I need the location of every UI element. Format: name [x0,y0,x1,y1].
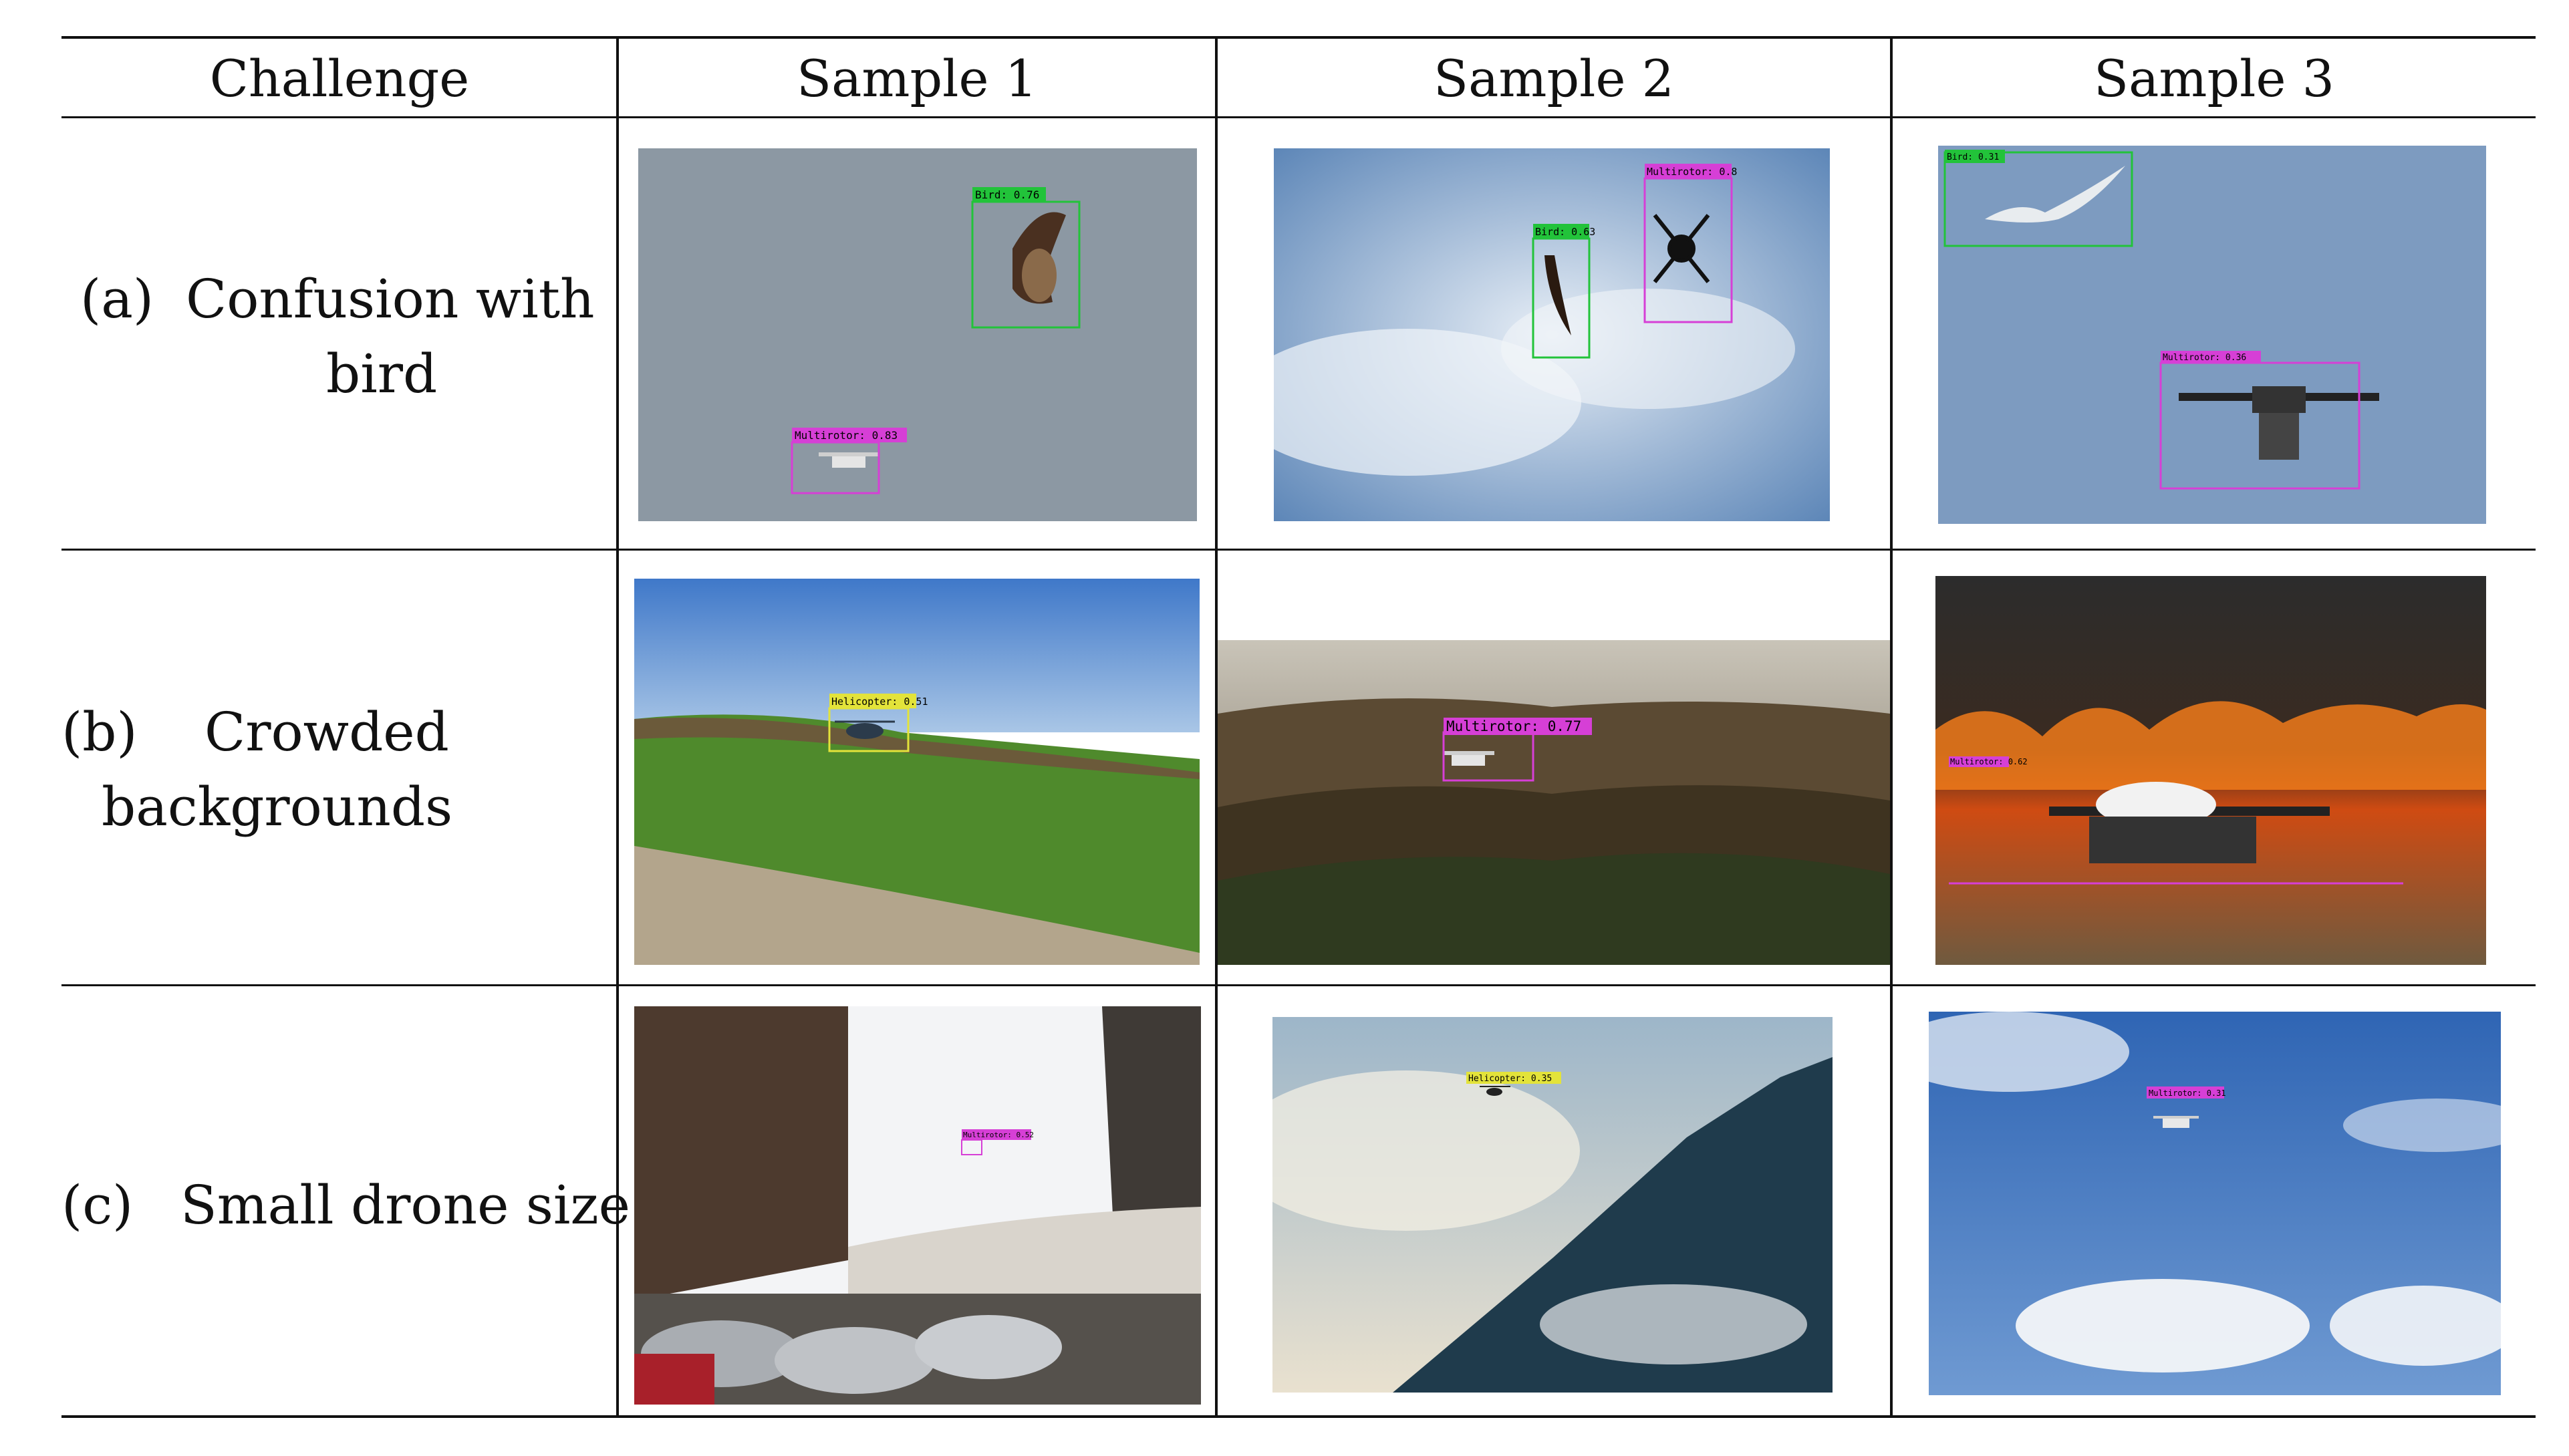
detection-label: Helicopter: 0.35 [1468,1074,1552,1084]
sample-image-c3: Multirotor: 0.31 [1929,1012,2501,1395]
car-figure [634,1315,1062,1405]
row-b-marker: (b) [61,701,138,763]
drone-figure [1444,751,1494,766]
column-divider-2 [1215,37,1218,1417]
drone-figure [2179,386,2379,460]
detection-label: Bird: 0.76 [975,188,1039,201]
header-sample-1: Sample 1 [797,48,1037,108]
helicopter-figure [1480,1086,1510,1096]
detection-label: Multirotor: 0.8 [1647,166,1737,178]
drone-figure [2049,782,2330,863]
detection-label: Bird: 0.63 [1535,226,1595,238]
row-a-rule [61,549,2536,551]
sample-image-a2: Bird: 0.63 Multirotor: 0.8 [1274,148,1830,521]
detection-label: Multirotor: 0.31 [2149,1088,2226,1098]
row-a-marker: (a) [80,268,154,330]
row-a-line2: bird [326,343,438,405]
header-sample-2: Sample 2 [1434,48,1674,108]
column-divider-1 [616,37,619,1417]
top-rule [61,36,2536,39]
drone-figure [819,452,879,468]
sample-image-b1: Helicopter: 0.51 [634,579,1200,965]
detection-label: Multirotor: 0.52 [963,1131,1034,1139]
header-rule [61,116,2536,118]
header-sample-3: Sample 3 [2094,48,2334,108]
row-b-rule [61,984,2536,986]
bird-figure [1985,166,2125,223]
detection-label: Multirotor: 0.36 [2163,353,2246,363]
row-b-line2: backgrounds [102,776,453,838]
sample-image-c1: Multirotor: 0.52 [634,1006,1201,1405]
header-challenge: Challenge [209,48,470,108]
sample-image-a3: Bird: 0.31 Multirotor: 0.36 [1938,146,2486,524]
sample-image-b3: Multirotor: 0.62 [1935,576,2486,965]
column-divider-3 [1890,37,1893,1417]
detection-label: Multirotor: 0.83 [795,429,898,442]
row-c-marker: (c) [61,1174,134,1236]
bottom-rule [61,1415,2536,1418]
bird-figure [1012,212,1066,304]
row-c-line1: Small drone size [180,1174,631,1236]
drone-figure [2153,1116,2199,1128]
detection-label: Multirotor: 0.62 [1950,757,2028,766]
drone-figure [1653,214,1710,283]
helicopter-figure [835,720,895,739]
detection-label: Bird: 0.31 [1947,152,1999,162]
sample-image-b2: Multirotor: 0.77 [1218,640,1890,965]
detection-label: Helicopter: 0.51 [831,696,928,708]
detection-label: Multirotor: 0.77 [1446,718,1581,734]
bird-figure [1544,255,1571,335]
sample-image-c2: Helicopter: 0.35 [1272,1017,1833,1393]
row-b-line1: Crowded [205,701,449,763]
row-a-line1: Confusion with [186,268,595,330]
sample-image-a1: Bird: 0.76 Multirotor: 0.83 [638,148,1197,521]
